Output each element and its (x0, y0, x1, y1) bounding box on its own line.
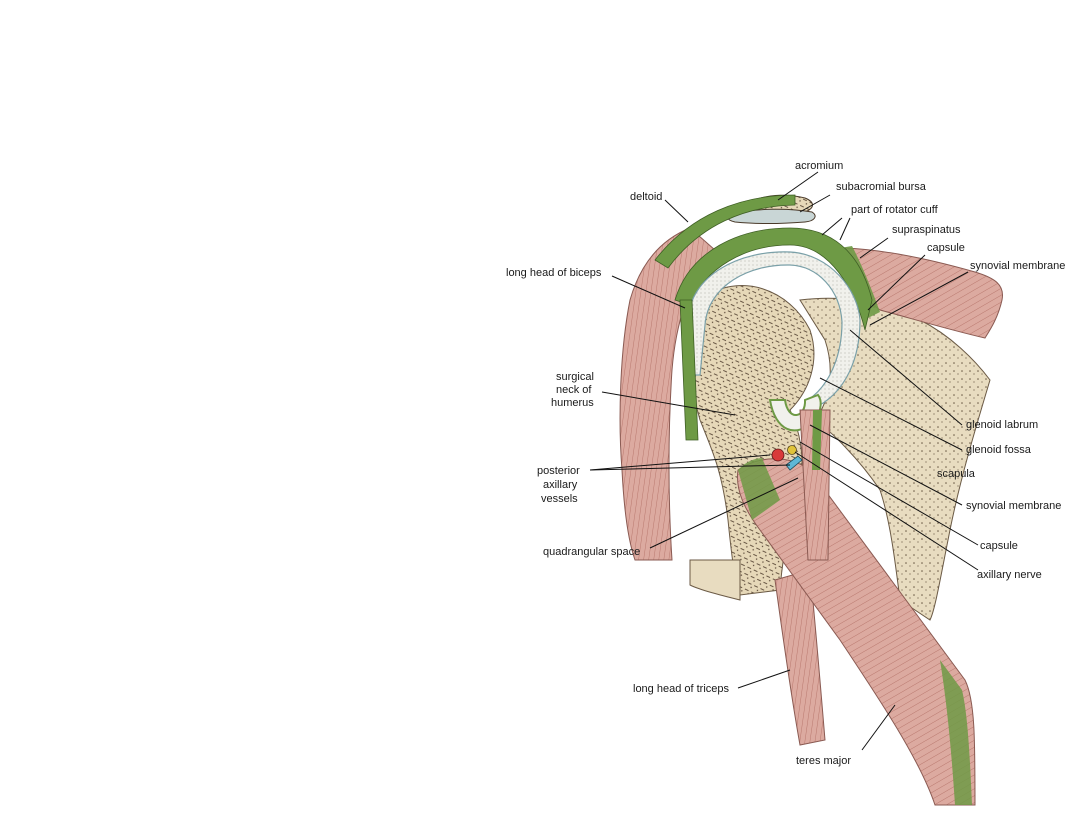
leader-lines (589, 171, 979, 751)
label-capsule-bottom: capsule (980, 540, 1018, 552)
label-posterior-line1: posterior (537, 465, 580, 477)
deltoid-tendon-arc (654, 194, 796, 269)
scapular-strip-tendon (812, 410, 822, 470)
teres-major-tendon (738, 458, 780, 520)
humerus-shaft (689, 559, 741, 601)
subacromial-bursa (727, 208, 816, 224)
label-teres-major: teres major (796, 755, 851, 767)
biceps-tendon (679, 299, 699, 441)
deltoid-muscle (619, 227, 716, 561)
posterior-axillary-artery (771, 448, 785, 462)
label-capsule-top: capsule (927, 242, 965, 254)
label-surgical-line2: neck of (556, 384, 592, 396)
triceps-muscle (774, 569, 826, 746)
label-acromium: acromium (795, 160, 843, 172)
label-posterior-line2: axillary (543, 479, 578, 491)
label-long-head-biceps: long head of biceps (506, 267, 602, 279)
label-subacromial-bursa: subacromial bursa (836, 181, 927, 193)
label-quadrangular-space: quadrangular space (543, 546, 640, 558)
teres-major-muscle (736, 458, 976, 806)
label-long-head-triceps: long head of triceps (633, 683, 730, 695)
label-posterior-line3: vessels (541, 493, 578, 505)
label-supraspinatus: supraspinatus (892, 224, 961, 236)
label-synovial-membrane-top: synovial membrane (970, 260, 1065, 272)
rotator-cuff-arc (674, 227, 873, 331)
labels: acromium subacromial bursa deltoid part … (506, 160, 1065, 767)
label-axillary-nerve: axillary nerve (977, 569, 1042, 581)
label-synovial-membrane-bottom: synovial membrane (966, 500, 1061, 512)
teres-major-distal-tendon (940, 660, 972, 805)
axillary-nerve-dot (787, 445, 797, 455)
label-rotator-cuff: part of rotator cuff (851, 204, 939, 216)
label-scapula: scapula (937, 468, 976, 480)
label-glenoid-fossa: glenoid fossa (966, 444, 1032, 456)
label-surgical-line3: humerus (551, 397, 594, 409)
label-surgical-line1: surgical (556, 371, 594, 383)
posterior-axillary-vein (785, 455, 803, 471)
label-glenoid-labrum: glenoid labrum (966, 419, 1038, 431)
label-deltoid: deltoid (630, 191, 662, 203)
